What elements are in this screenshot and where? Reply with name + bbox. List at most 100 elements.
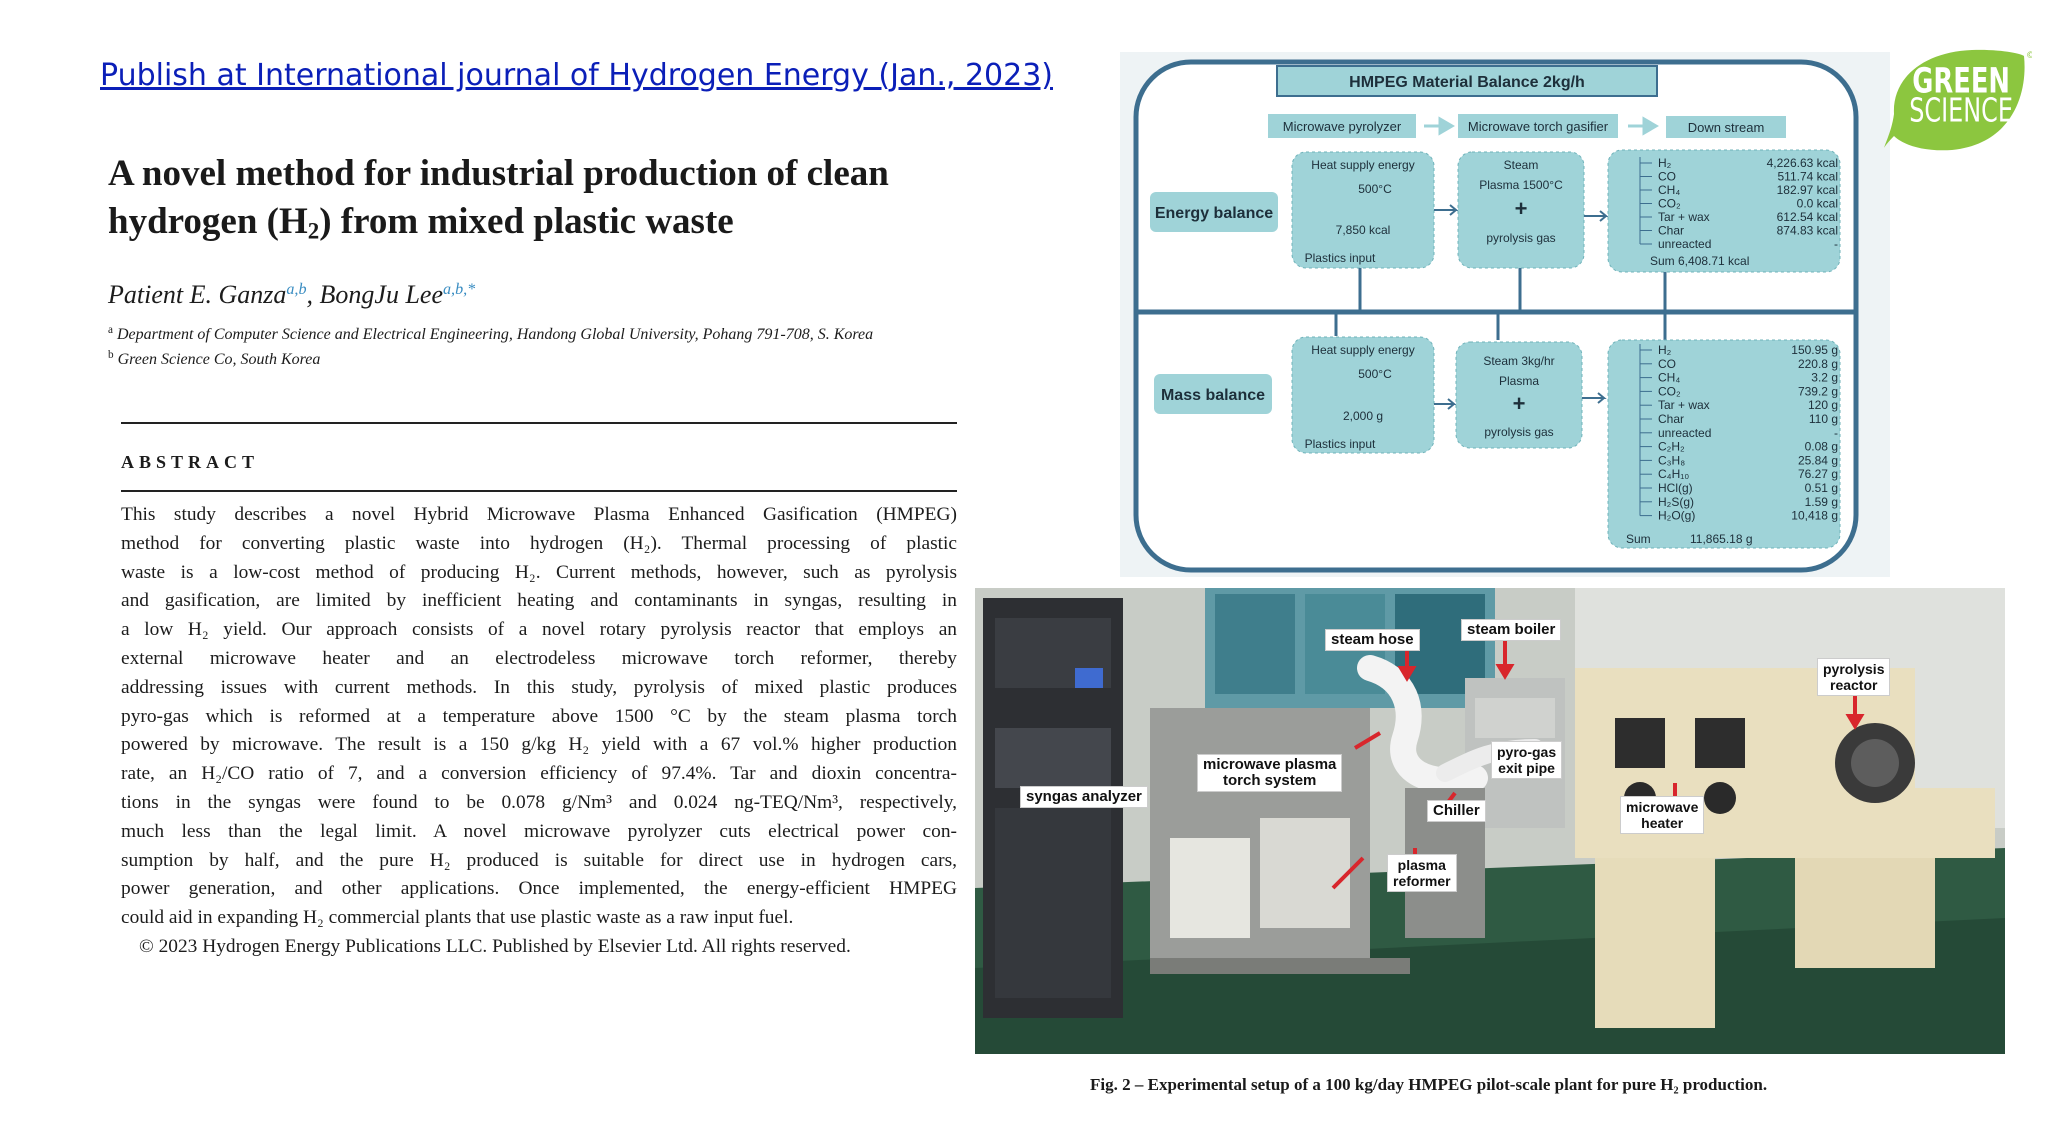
photo-label-torch-system: microwave plasma torch system bbox=[1197, 754, 1343, 792]
stage-label-1: Microwave pyrolyzer bbox=[1283, 119, 1402, 134]
mass-plus-icon: + bbox=[1513, 391, 1526, 416]
abstract-line: much less than the legal limit. A novel … bbox=[121, 820, 957, 842]
material-balance-diagram: HMPEG Material Balance 2kg/h Microwave p… bbox=[1120, 52, 1890, 577]
output-name: CO₂ bbox=[1658, 197, 1681, 211]
stage-label-2: Microwave torch gasifier bbox=[1468, 119, 1609, 134]
output-value: 4,226.63 kcal bbox=[1767, 156, 1838, 170]
output-value: - bbox=[1834, 426, 1838, 440]
output-value: 220.8 g bbox=[1798, 357, 1838, 371]
stage-box-1 bbox=[1268, 114, 1416, 138]
mass-arrow-1 bbox=[1434, 398, 1457, 410]
output-name: CH₄ bbox=[1658, 371, 1680, 385]
stage-label-3: Down stream bbox=[1688, 120, 1765, 135]
output-value: 25.84 g bbox=[1798, 453, 1838, 467]
title-subscript: 2 bbox=[307, 218, 320, 244]
mass-heat-input: Plastics input bbox=[1305, 437, 1376, 451]
mass-balance-label: Mass balance bbox=[1161, 387, 1265, 404]
output-value: 120 g bbox=[1808, 398, 1838, 412]
title-line-2: hydrogen (H2) from mixed plastic waste bbox=[108, 198, 1008, 246]
energy-plasma-gas: pyrolysis gas bbox=[1486, 231, 1555, 245]
figure-caption: Fig. 2 – Experimental setup of a 100 kg/… bbox=[1090, 1075, 1768, 1094]
affiliation-a: a Department of Computer Science and Ele… bbox=[108, 323, 874, 344]
output-value: 612.54 kcal bbox=[1777, 210, 1838, 224]
energy-arrow-1 bbox=[1434, 204, 1459, 216]
mass-heat-box bbox=[1291, 336, 1435, 454]
photo-label-chiller: Chiller bbox=[1427, 800, 1486, 822]
abstract-line: could aid in expanding H₂ commercial pla… bbox=[121, 907, 794, 929]
output-name: HCl(g) bbox=[1658, 481, 1693, 495]
mass-sum-label: Sum bbox=[1626, 532, 1651, 546]
energy-heat-value: 7,850 kcal bbox=[1336, 223, 1391, 237]
abstract-lines: This study describes a novel Hybrid Micr… bbox=[121, 501, 957, 933]
affiliation-a-mark: a bbox=[108, 323, 113, 336]
author-1: Patient E. Ganza bbox=[108, 280, 287, 309]
mass-heat-temp: 500°C bbox=[1358, 367, 1392, 381]
output-name: Tar + wax bbox=[1658, 210, 1710, 224]
output-value: 511.74 kcal bbox=[1778, 170, 1839, 184]
author-2-affil: a,b,* bbox=[442, 281, 476, 299]
abstract-line: pyro-gas which is reformed at a temperat… bbox=[121, 705, 957, 727]
abstract-line: method for converting plastic waste into… bbox=[121, 532, 957, 554]
output-name: H₂ bbox=[1658, 343, 1672, 357]
output-name: C₂H₂ bbox=[1658, 440, 1685, 454]
photo-label-steam-hose: steam hose bbox=[1325, 629, 1420, 651]
energy-heat-temp: 500°C bbox=[1358, 182, 1392, 196]
mass-balance-label-box bbox=[1154, 374, 1272, 414]
mass-output-box bbox=[1607, 339, 1841, 549]
mass-heat-title: Heat supply energy bbox=[1311, 343, 1414, 357]
diagram-title-box bbox=[1276, 65, 1658, 97]
abstract-line: addressing issues with current methods. … bbox=[121, 676, 957, 698]
output-name: CO bbox=[1658, 170, 1676, 184]
mass-sum-value: 11,865.18 g bbox=[1690, 532, 1753, 546]
diagram-title: HMPEG Material Balance 2kg/h bbox=[1349, 74, 1585, 91]
abstract-body: This study describes a novel Hybrid Micr… bbox=[121, 501, 957, 962]
abstract-heading: ABSTRACT bbox=[121, 452, 260, 472]
affiliation-b-mark: b bbox=[108, 348, 114, 361]
output-name: Char bbox=[1658, 412, 1684, 426]
output-value: 0.51 g bbox=[1805, 481, 1838, 495]
author-list: Patient E. Ganzaa,b, BongJu Leea,b,* bbox=[108, 280, 475, 310]
abstract-line: power generation, and other applications… bbox=[121, 878, 957, 900]
output-name: CO bbox=[1658, 357, 1676, 371]
output-name: C₄H₁₀ bbox=[1658, 467, 1689, 481]
output-name: Tar + wax bbox=[1658, 398, 1710, 412]
output-value: 0.08 g bbox=[1805, 440, 1838, 454]
author-1-affil: a,b bbox=[286, 281, 307, 299]
logo-leaf-icon bbox=[1884, 49, 2025, 151]
energy-plasma-title: Steam bbox=[1504, 158, 1539, 172]
title-line-1: A novel method for industrial production… bbox=[108, 153, 889, 194]
output-value: 10,418 g bbox=[1791, 509, 1838, 523]
output-name: H₂ bbox=[1658, 156, 1672, 170]
output-value: 3.2 g bbox=[1811, 371, 1838, 385]
output-name: unreacted bbox=[1658, 426, 1711, 440]
abstract-line: sumption by half, and the pure H₂ produc… bbox=[121, 849, 957, 871]
green-science-logo: GREEN SCIENCE © bbox=[1882, 44, 2035, 154]
author-2: BongJu Lee bbox=[319, 280, 443, 309]
abstract-line: a low H₂ yield. Our approach consists of… bbox=[121, 619, 957, 641]
pilot-plant-photo: steam hose steam boiler pyrolysis reacto… bbox=[975, 588, 2005, 1054]
mass-plasma-gas: pyrolysis gas bbox=[1484, 425, 1553, 439]
paper-title: A novel method for industrial production… bbox=[108, 150, 1008, 246]
output-name: CO₂ bbox=[1658, 384, 1681, 398]
divider-bottom bbox=[121, 490, 957, 492]
abstract-line: and gasification, are limited by ineffic… bbox=[121, 590, 957, 612]
author-separator: , bbox=[306, 280, 320, 309]
output-value: 739.2 g bbox=[1798, 384, 1838, 398]
energy-heat-input: Plastics input bbox=[1305, 251, 1376, 265]
output-value: - bbox=[1834, 237, 1838, 251]
photo-label-pyro-gas-pipe: pyro-gas exit pipe bbox=[1491, 741, 1563, 779]
output-value: 874.83 kcal bbox=[1777, 224, 1838, 238]
energy-plus-icon: + bbox=[1515, 196, 1528, 221]
photo-label-steam-boiler: steam boiler bbox=[1461, 619, 1562, 641]
affiliation-b: b Green Science Co, South Korea bbox=[108, 348, 321, 369]
mass-arrow-2 bbox=[1582, 392, 1607, 404]
stage-arrow-2 bbox=[1628, 116, 1659, 136]
publication-link[interactable]: Publish at International journal of Hydr… bbox=[100, 58, 1053, 93]
output-name: Char bbox=[1658, 224, 1684, 238]
affiliation-b-text: Green Science Co, South Korea bbox=[117, 351, 321, 368]
affiliation-a-text: Department of Computer Science and Elect… bbox=[116, 326, 874, 343]
energy-output-box bbox=[1607, 149, 1841, 273]
output-value: 1.59 g bbox=[1805, 495, 1838, 509]
